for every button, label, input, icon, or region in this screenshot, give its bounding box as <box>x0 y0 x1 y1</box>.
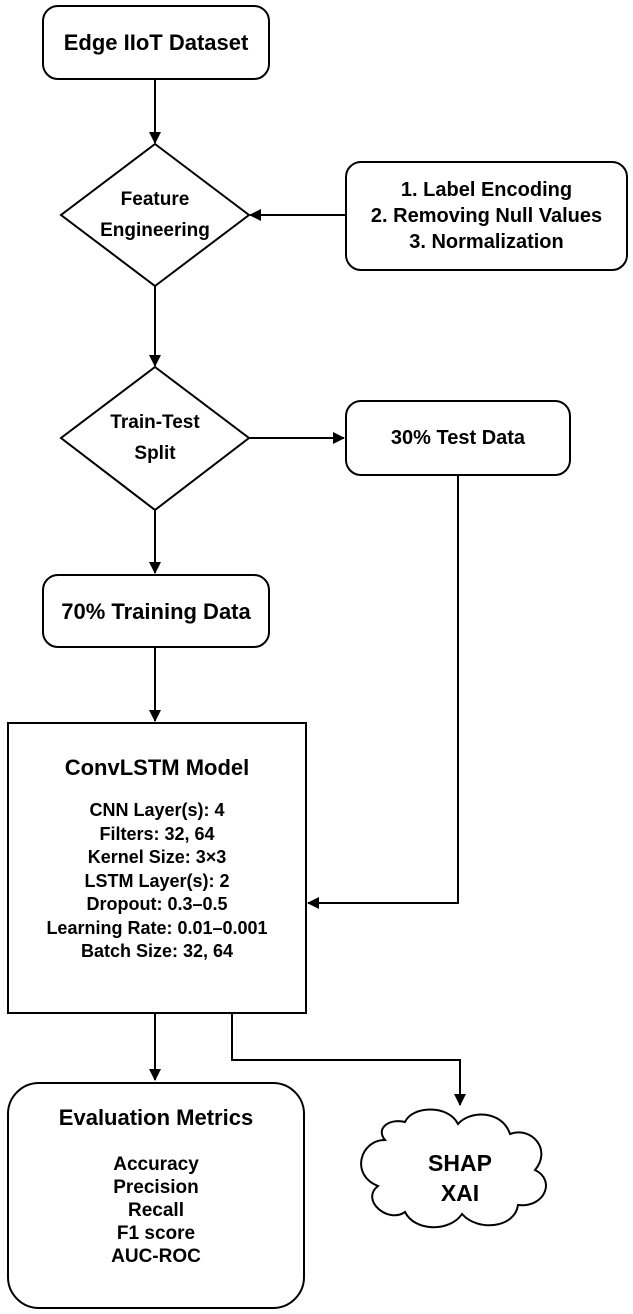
edge-model-to-xai <box>231 1014 466 1106</box>
evaluation-node: Evaluation Metrics Accuracy Precision Re… <box>7 1082 305 1309</box>
preprocessing-step-1: 1. Label Encoding <box>400 179 573 201</box>
model-param-lstm-layers: LSTM Layer(s): 2 <box>84 870 230 891</box>
preprocessing-node: 1. Label Encoding 2. Removing Null Value… <box>345 161 628 271</box>
metric-f1-score: F1 score <box>116 1223 196 1244</box>
dataset-node: Edge IIoT Dataset <box>42 5 270 80</box>
test-data-node: 30% Test Data <box>345 400 571 476</box>
model-param-kernel-size: Kernel Size: 3×3 <box>87 847 227 867</box>
metric-auc-roc: AUC-ROC <box>111 1246 201 1267</box>
model-param-cnn-layers: CNN Layer(s): 4 <box>89 800 225 820</box>
preprocessing-step-2: 2. Removing Null Values <box>370 205 603 227</box>
feature-engineering-line-2: Engineering <box>100 220 210 241</box>
model-param-learning-rate: Learning Rate: 0.01–0.001 <box>46 917 268 938</box>
test-data-label: 30% Test Data <box>390 427 526 449</box>
evaluation-metric-list: Accuracy Precision Recall F1 score AUC-R… <box>111 1153 201 1268</box>
xai-line-2: XAI <box>440 1180 480 1206</box>
feature-engineering-label: Feature Engineering <box>61 180 249 250</box>
model-node: ConvLSTM Model CNN Layer(s): 4 Filters: … <box>7 722 307 1014</box>
training-data-node: 70% Training Data <box>42 574 270 648</box>
preprocessing-step-3: 3. Normalization <box>409 231 564 253</box>
dataset-label: Edge IIoT Dataset <box>63 30 249 55</box>
xai-line-1: SHAP <box>428 1150 492 1176</box>
model-param-dropout: Dropout: 0.3–0.5 <box>86 894 228 914</box>
model-params: CNN Layer(s): 4 Filters: 32, 64 Kernel S… <box>46 799 267 964</box>
train-test-split-label: Train-Test Split <box>61 403 249 473</box>
xai-cloud-shape <box>360 1108 547 1229</box>
model-param-filters: Filters: 32, 64 <box>99 823 215 844</box>
xai-node: SHAP XAI <box>380 1138 540 1218</box>
training-data-label: 70% Training Data <box>61 598 251 624</box>
model-title: ConvLSTM Model <box>64 755 250 780</box>
feature-engineering-line-1: Feature <box>120 189 190 210</box>
train-test-split-line-1: Train-Test <box>110 412 200 433</box>
metric-accuracy: Accuracy <box>113 1154 199 1175</box>
edge-test-data-to-model <box>307 476 459 909</box>
train-test-split-line-2: Split <box>134 443 176 464</box>
metric-recall: Recall <box>128 1200 184 1221</box>
evaluation-title: Evaluation Metrics <box>58 1105 254 1130</box>
model-param-batch-size: Batch Size: 32, 64 <box>80 941 234 961</box>
metric-precision: Precision <box>113 1177 199 1198</box>
